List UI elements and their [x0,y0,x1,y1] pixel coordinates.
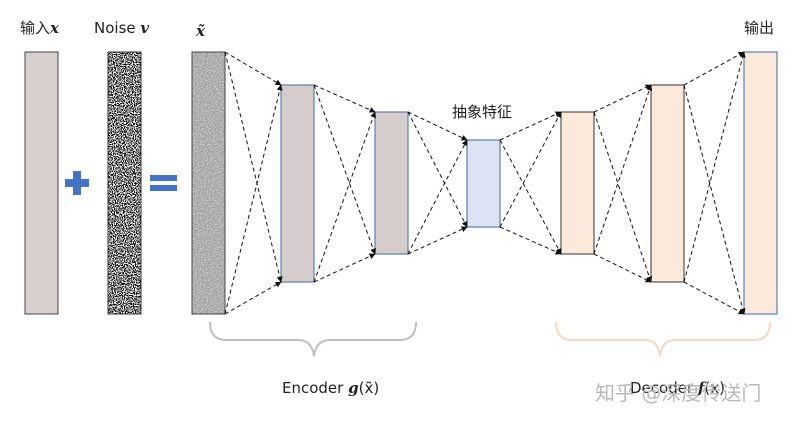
encoder-layer-2 [374,111,409,255]
encoder-brace [209,321,417,357]
encoder-label: Encoder g(x̃) [282,379,379,397]
decoder-layer-1 [560,111,595,255]
decoder-brace [555,321,771,357]
code-layer [466,139,501,228]
equals-operator [150,175,177,191]
plus-operator [65,171,89,195]
decoder-layer-2 [650,84,685,283]
input-label: 输入x [20,19,60,37]
connections [224,51,746,315]
abstract-feature-label: 抽象特征 [452,103,512,121]
output-label: 输出 [744,19,774,37]
encoder-layer-1 [280,84,315,283]
noise-label: Noise v [94,19,149,37]
input-block [24,51,59,315]
output-block [743,51,778,315]
noisy-input-block [191,51,226,315]
noise-block [107,51,142,315]
decoder-label: Decoder f(x) [630,379,725,397]
noisy-input-label: x̃ [195,22,206,40]
watermark: 知乎 @深度传送门 [595,381,761,405]
